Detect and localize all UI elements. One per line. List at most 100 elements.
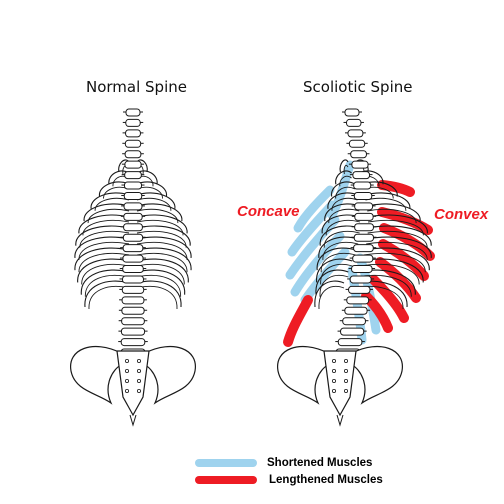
rib-left-inner: [320, 252, 356, 273]
vertebra: [342, 317, 366, 326]
rib-right-inner: [136, 252, 188, 273]
sacral-foramen: [125, 358, 130, 363]
normal-spinal-column: [118, 108, 148, 357]
sacral-foramen: [125, 378, 130, 383]
vertebra: [352, 171, 370, 180]
rib-left-inner: [325, 219, 361, 236]
rib-left: [314, 280, 345, 308]
vertebra: [122, 244, 144, 253]
rib-right-inner: [363, 252, 426, 273]
sacral-foramen: [343, 368, 348, 373]
normal-spine-title: Normal Spine: [86, 78, 187, 96]
shortened-muscle-band: [293, 185, 335, 233]
rib-left: [77, 258, 130, 283]
rib-left-inner: [87, 208, 130, 224]
rib-right: [136, 247, 192, 271]
rib-left: [335, 170, 352, 185]
lengthened-muscle-band: [283, 295, 313, 347]
rib-left-inner: [81, 263, 130, 285]
vertebra: [347, 129, 364, 138]
vertebra: [125, 129, 141, 138]
sacral-foramen: [125, 368, 130, 373]
rib-left-inner: [331, 197, 358, 211]
rib-left: [327, 192, 358, 209]
coccyx: [129, 414, 137, 427]
shortened-swatch: [195, 459, 257, 467]
vertebra: [354, 223, 374, 232]
sacral-foramen: [136, 368, 141, 373]
scoliotic-spine-title: Scoliotic Spine: [303, 78, 413, 96]
vertebra: [123, 223, 143, 232]
vertebra: [346, 296, 370, 305]
rib-left-inner: [82, 219, 130, 236]
rib-right: [136, 236, 192, 258]
rib-left: [318, 236, 359, 258]
vertebra: [352, 254, 374, 263]
coccyx: [336, 414, 344, 427]
rib-right: [367, 225, 432, 246]
vertebra: [121, 317, 145, 326]
vertebra: [124, 171, 142, 180]
rib-right-inner: [367, 230, 428, 248]
rib-left: [331, 181, 356, 197]
rib-left: [74, 236, 130, 258]
rib-right-inner: [136, 263, 185, 285]
vertebra: [353, 244, 374, 253]
vertebra: [344, 306, 368, 315]
vertebra: [122, 275, 144, 284]
rib-right-inner: [136, 274, 182, 297]
rib-right-inner: [136, 230, 187, 248]
vertebra: [124, 160, 142, 169]
rib-right-inner: [136, 208, 179, 224]
vertebra: [351, 265, 373, 274]
sacral-foramen: [343, 358, 348, 363]
rib-left-inner: [323, 230, 360, 248]
vertebra: [123, 212, 143, 221]
rib-left-inner: [79, 230, 130, 248]
rib-left-inner: [322, 241, 359, 260]
sacral-foramen: [331, 358, 336, 363]
sacral-foramen: [136, 388, 141, 393]
rib-right: [136, 258, 189, 283]
rib-left-inner: [84, 274, 130, 297]
rib-left-inner: [335, 186, 356, 199]
sacrum: [116, 350, 150, 417]
vertebra: [120, 338, 146, 347]
vertebra: [125, 118, 141, 127]
vertebra: [122, 265, 144, 274]
rib-left-inner: [318, 286, 345, 310]
sacrum: [323, 350, 357, 417]
vertebra: [124, 150, 142, 159]
rib-left-inner: [339, 175, 352, 187]
rib-right-inner: [366, 241, 428, 260]
scoliotic-pelvis: [277, 345, 403, 427]
sacral-foramen: [125, 388, 130, 393]
vertebra: [344, 108, 360, 117]
vertebra: [353, 191, 373, 200]
vertebra: [340, 327, 365, 336]
rib-left: [315, 269, 349, 295]
rib-left: [316, 247, 356, 271]
rib-right: [136, 214, 188, 234]
scoliotic-ribcage: [314, 159, 432, 310]
vertebra: [350, 150, 367, 159]
rib-left-inner: [78, 241, 130, 260]
lengthened-muscle-band: [377, 180, 415, 197]
shortened-muscle-band: [327, 160, 355, 220]
rib-left: [316, 258, 353, 283]
lengthened-muscle-band: [377, 207, 433, 235]
vertebra: [348, 285, 371, 294]
sacral-foramen: [136, 378, 141, 383]
rib-left-inner: [78, 252, 130, 273]
pelvis-left-wing: [277, 345, 329, 405]
rib-left-inner: [94, 197, 130, 211]
rib-right: [367, 214, 428, 234]
vertebra: [124, 139, 142, 148]
vertebra: [120, 327, 146, 336]
sacral-foramen: [331, 378, 336, 383]
vertebra: [121, 285, 145, 294]
rib-right-inner: [136, 197, 172, 211]
vertebra: [354, 202, 374, 211]
vertebra: [337, 338, 363, 347]
sacral-foramen: [331, 368, 336, 373]
